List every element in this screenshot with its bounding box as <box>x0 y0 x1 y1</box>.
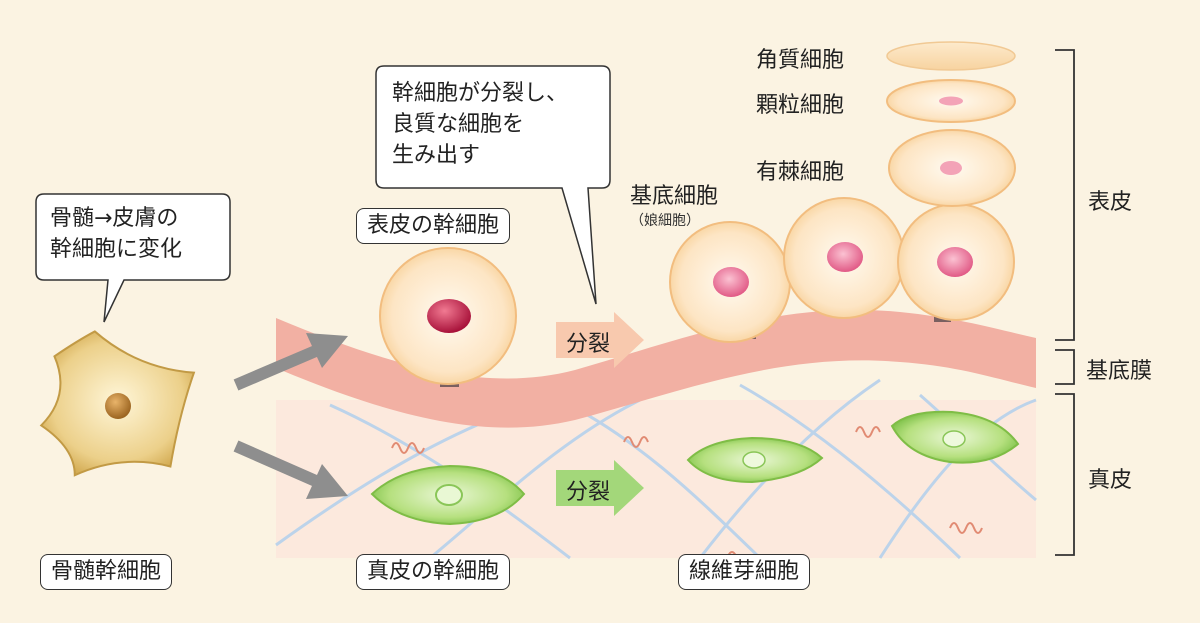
dermal-stem-label: 真皮の幹細胞 <box>356 554 511 590</box>
basal-label: 基底細胞 <box>630 184 719 209</box>
bubble-division-frame <box>375 65 611 305</box>
bone-marrow-stem-label: 骨髄幹細胞 <box>40 554 173 590</box>
spinous-label: 有棘細胞 <box>756 160 845 185</box>
basal-cell <box>783 197 905 319</box>
elastic-fibers <box>391 426 983 561</box>
dermal-stem-cell <box>370 464 526 526</box>
basal-cell <box>897 203 1015 321</box>
differentiation-arrow-up <box>233 333 348 391</box>
corneocyte-cell <box>886 41 1016 71</box>
bubble-bone-marrow-frame <box>35 193 231 323</box>
bubble-division-text: 幹細胞が分裂し、 良質な細胞を 生み出す <box>392 81 569 168</box>
layer-brackets <box>1055 49 1075 556</box>
granular-label: 顆粒細胞 <box>756 93 845 118</box>
basal-sub-label: （娘細胞） <box>630 213 700 229</box>
fibroblast-label: 線維芽細胞 <box>678 554 811 590</box>
granular-cell <box>886 79 1016 123</box>
corneocyte-label: 角質細胞 <box>756 48 845 73</box>
epidermal-stem-label: 表皮の幹細胞 <box>356 208 511 244</box>
fibroblast-cell <box>890 410 1020 464</box>
bone-marrow-stem-cell <box>39 330 196 477</box>
basement-membrane-label: 基底膜 <box>1086 359 1153 384</box>
basal-cell <box>669 221 791 343</box>
fibroblast-cell <box>686 436 824 484</box>
division-label-dermis: 分裂 <box>566 480 611 505</box>
epidermis-layer-label: 表皮 <box>1088 190 1133 215</box>
basement-membrane <box>276 309 1036 428</box>
differentiation-arrow-down <box>233 440 348 499</box>
bubble-bone-marrow-text: 骨髄→皮膚の 幹細胞に変化 <box>50 206 183 262</box>
epidermal-stem-cell <box>379 247 517 385</box>
division-arrow-dermis <box>556 460 644 516</box>
dermis-layer-label: 真皮 <box>1088 468 1133 493</box>
division-arrow-epidermis <box>556 312 644 368</box>
division-label-epidermis: 分裂 <box>566 332 611 357</box>
spinous-cell <box>888 129 1016 207</box>
